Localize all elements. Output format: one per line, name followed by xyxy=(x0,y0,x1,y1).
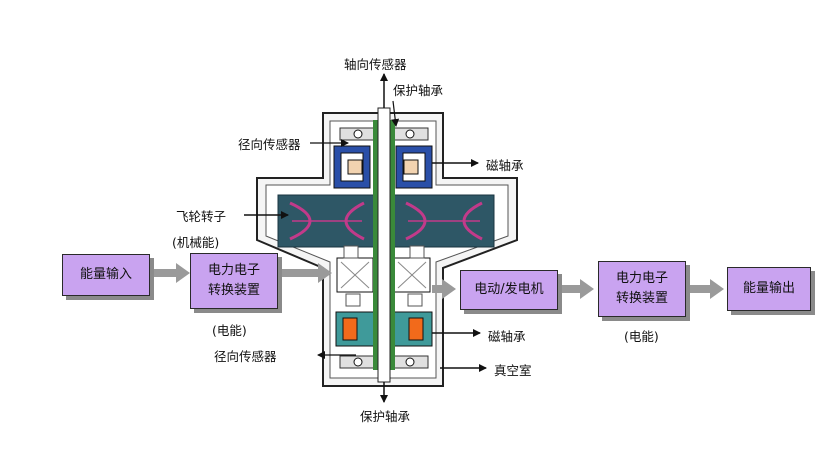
upper-magnetic-bearing xyxy=(333,145,433,189)
label-magnetic-bearing-bottom: 磁轴承 xyxy=(488,329,526,344)
label-magnetic-bearing-top: 磁轴承 xyxy=(486,158,524,173)
label-radial-sensor-top: 径向传感器 xyxy=(238,137,301,152)
converter-right-line2: 转换装置 xyxy=(615,291,668,306)
lower-magnetic-bearing xyxy=(335,311,433,347)
converter-left-line1: 电力电子 xyxy=(207,263,260,278)
motor-stator xyxy=(336,245,431,307)
label-protective-bearing-top: 保护轴承 xyxy=(393,83,444,98)
motor-generator-box: 电动/发电机 xyxy=(460,270,558,310)
flow-arrow-output xyxy=(688,279,724,299)
label-axial-sensor: 轴向传感器 xyxy=(344,57,407,72)
label-flywheel-rotor-line2: (机械能) xyxy=(172,235,220,250)
top-bearing-ball-right xyxy=(405,129,415,139)
shaft xyxy=(377,107,391,383)
bottom-bearing-ball-right xyxy=(405,357,415,367)
energy-output-box: 能量输出 xyxy=(727,267,811,311)
flow-arrow-motor-out xyxy=(432,279,456,299)
label-flywheel-rotor-line1: 飞轮转子 xyxy=(176,209,227,224)
shaft-green-right xyxy=(390,120,395,370)
flow-arrow-input xyxy=(148,263,190,283)
flywheel-rotor xyxy=(277,194,495,248)
top-bearing-ball-left xyxy=(353,129,363,139)
converter-right-box: 电力电子 转换装置 xyxy=(598,261,686,317)
flow-arrow-to-converter xyxy=(558,279,594,299)
label-electric-energy-right: (电能) xyxy=(624,329,659,344)
label-protective-bearing-bottom: 保护轴承 xyxy=(360,409,411,424)
converter-right-line1: 电力电子 xyxy=(615,271,668,286)
flow-arrows xyxy=(148,263,724,299)
label-radial-sensor-bottom: 径向传感器 xyxy=(214,349,277,364)
energy-output-text: 能量输出 xyxy=(742,281,795,296)
arrow-protective-bearing-top xyxy=(391,100,400,127)
flow-arrow-to-motor xyxy=(278,263,332,283)
label-vacuum-chamber: 真空室 xyxy=(494,363,532,378)
motor-generator-text: 电动/发电机 xyxy=(474,282,544,297)
converter-left-line2: 转换装置 xyxy=(207,283,260,298)
energy-input-text: 能量输入 xyxy=(79,267,132,282)
converter-left-box: 电力电子 转换装置 xyxy=(190,253,278,309)
label-electric-energy-left: (电能) xyxy=(212,323,247,338)
energy-input-box: 能量输入 xyxy=(62,254,150,296)
bottom-bearing-ball-left xyxy=(353,357,363,367)
shaft-green-left xyxy=(373,120,378,370)
